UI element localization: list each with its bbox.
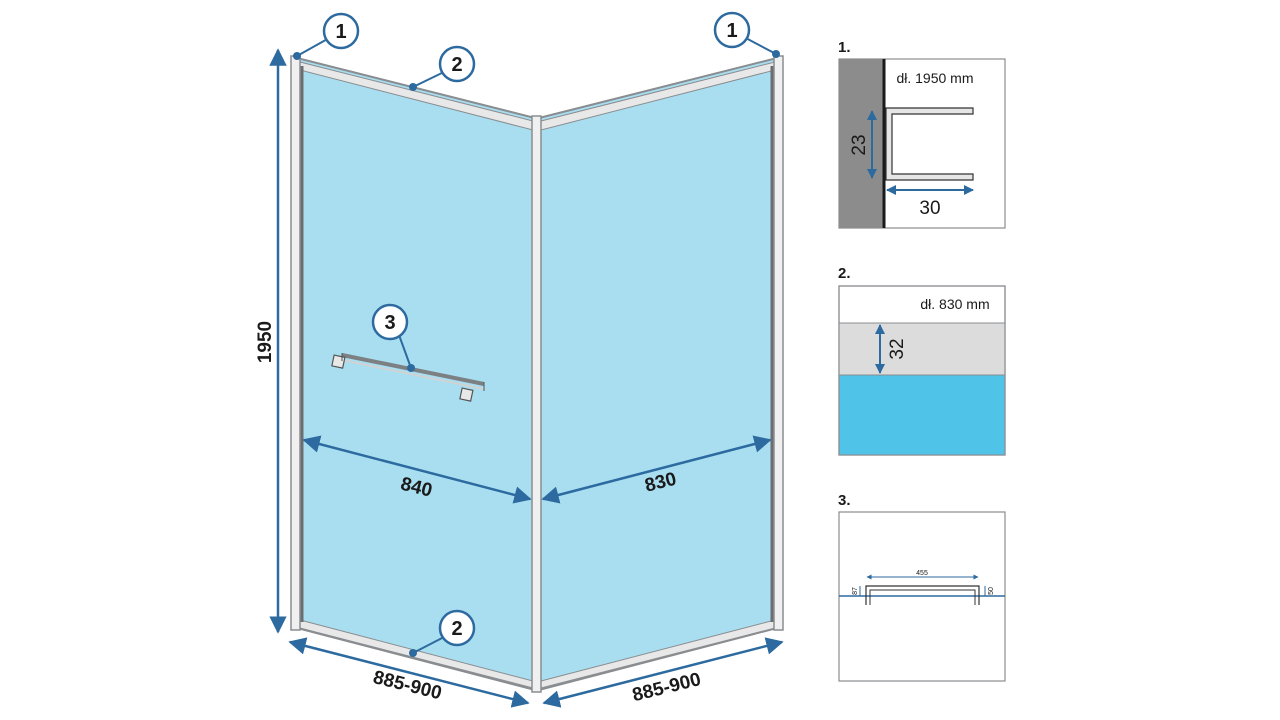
callout-top-rail: 2 bbox=[409, 45, 476, 91]
wall-profile-right bbox=[773, 55, 784, 631]
detail-3-title: 3. bbox=[838, 492, 851, 509]
wall-profile-left bbox=[290, 55, 301, 631]
detail-1-box: dł. 1950 mm 23 30 bbox=[838, 58, 1006, 229]
svg-text:1: 1 bbox=[335, 21, 346, 43]
detail-3-width: 455 bbox=[916, 570, 928, 577]
callout-profile-left: 1 bbox=[293, 12, 360, 60]
detail-2-box: dł. 830 mm 32 bbox=[838, 285, 1006, 456]
svg-text:2: 2 bbox=[451, 54, 462, 76]
detail-3-right-depth: 50 bbox=[988, 587, 995, 595]
height-dimension: 1950 bbox=[255, 48, 287, 634]
detail-2-height: 32 bbox=[887, 338, 908, 359]
left-glass-panel bbox=[296, 56, 536, 692]
u-profile-section bbox=[885, 107, 974, 181]
detail-2-length: dł. 830 mm bbox=[920, 296, 989, 312]
callout-bottom-rail: 2 bbox=[409, 609, 476, 657]
callout-profile-right: 1 bbox=[713, 11, 780, 58]
detail-3-box: 455 87 50 bbox=[838, 511, 1006, 682]
right-range-label: 885-900 bbox=[630, 669, 703, 706]
height-label: 1950 bbox=[255, 321, 276, 363]
rail-section bbox=[839, 323, 1005, 375]
callout-handle: 3 bbox=[371, 303, 415, 372]
corner-post bbox=[531, 115, 542, 693]
svg-text:3: 3 bbox=[384, 312, 395, 334]
glass-section bbox=[839, 375, 1005, 455]
detail-2-title: 2. bbox=[838, 265, 851, 282]
svg-text:1: 1 bbox=[726, 20, 737, 42]
detail-1-length: dł. 1950 mm bbox=[896, 70, 973, 86]
handle-side-view bbox=[865, 585, 980, 605]
detail-1-title: 1. bbox=[838, 39, 851, 56]
detail-1-depth: 30 bbox=[919, 198, 940, 219]
right-glass-panel bbox=[538, 56, 778, 692]
svg-text:2: 2 bbox=[451, 618, 462, 640]
handle-bar bbox=[331, 353, 485, 402]
detail-3-left-depth: 87 bbox=[852, 587, 859, 595]
detail-1-height: 23 bbox=[849, 134, 870, 155]
